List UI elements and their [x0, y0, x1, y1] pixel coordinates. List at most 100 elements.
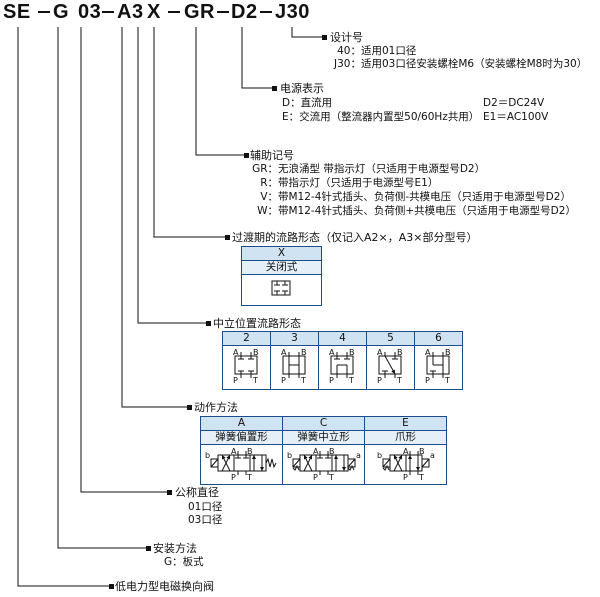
aux-code: V： [260, 191, 278, 203]
port-b-label: B [419, 447, 425, 456]
mounting-title: 安装方法 [153, 542, 197, 555]
nominal-item: 01口径 [188, 501, 223, 513]
neutral-header: 4 [318, 331, 367, 346]
code-aux: GR [184, 1, 215, 23]
port-p-label: P [281, 376, 286, 385]
port-t-label: T [418, 473, 424, 481]
aux-desc: 带M12-4针式插头、负荷侧+共模电压（只适用于电源型号D2） [278, 205, 576, 217]
code-design: J30 [275, 1, 310, 23]
product-title: 低电力型电磁换向阀 [115, 580, 214, 593]
port-b-label: B [301, 348, 307, 357]
solenoid-b-label: b [287, 451, 292, 460]
port-t-label: T [252, 376, 258, 385]
port-p-label: P [403, 473, 408, 481]
flow-arrowhead [260, 467, 264, 471]
port-t-label: T [444, 376, 450, 385]
solenoid-b-icon [292, 458, 301, 468]
design-desc: 适用01口径 [361, 45, 417, 57]
port-t-label: T [328, 473, 334, 481]
port-a-label: A [233, 348, 239, 357]
port-p-label: P [233, 376, 238, 385]
code-dash [102, 11, 114, 13]
action-name: 弹簧中立形 [282, 430, 365, 445]
leader-end-marker [206, 321, 211, 326]
aux-desc: 无浪涌型 带指示灯（只适用于电源型号D2） [278, 163, 486, 175]
aux-desc: 带指示灯（只适用于电源型号E1） [278, 177, 439, 189]
leader-action [121, 27, 188, 408]
port-p-label: P [231, 473, 236, 481]
action-header: E [364, 416, 447, 431]
valve-box [378, 355, 402, 375]
spring-icon [292, 464, 300, 471]
port-b-label: B [247, 447, 253, 456]
mounting-item: G：板式 [164, 556, 204, 568]
aux-item: W：带M12-4针式插头、负荷侧+共模电压（只适用于电源型号D2） [250, 205, 576, 218]
solenoid-a-icon [421, 458, 430, 468]
spring-icon [265, 457, 277, 469]
solenoid-b-label: b [377, 451, 382, 460]
valve-box [282, 355, 306, 375]
code-transition: X [147, 1, 161, 23]
solenoid-a-icon [347, 458, 356, 468]
solenoid-a-icon [421, 458, 430, 468]
valve-position-box [331, 454, 349, 472]
design-item: 40：适用01口径 [333, 45, 416, 58]
flow-arrowhead [416, 467, 420, 471]
solenoid-b-icon [210, 458, 219, 468]
code-dash [38, 11, 50, 13]
valve-position-box [405, 454, 423, 472]
aux-desc: 带M12-4针式插头、负荷侧-共模电压（只适用于电源型号D2） [278, 191, 571, 203]
neutral-title: 中立位置流路形态 [213, 317, 301, 330]
nominal-title: 公称直径 [175, 486, 219, 499]
aux-code: R： [260, 177, 278, 189]
flow-arrowhead [408, 455, 412, 459]
port-b-label: B [329, 447, 335, 456]
flow-arrowhead [304, 455, 308, 460]
valve-position-box [249, 454, 267, 472]
port-p-label: P [377, 376, 382, 385]
leader-end-marker [187, 405, 192, 410]
leader-neutral [137, 27, 207, 324]
nominal-item: 03口径 [188, 514, 223, 526]
transition-header: X [241, 246, 322, 261]
leader-end-marker [272, 86, 277, 91]
valve-box [234, 355, 258, 375]
code-dash [260, 11, 272, 13]
port-t-label: T [246, 473, 252, 481]
code-power: D2 [231, 1, 258, 23]
leader-power [241, 27, 273, 89]
action-name: 弹簧偏置形 [200, 430, 283, 445]
aux-item: V：带M12-4针式插头、负荷侧-共模电压（只适用于电源型号D2） [250, 191, 571, 204]
power-row-right: E1＝AC100V [483, 111, 549, 123]
flow-arrowhead [391, 369, 395, 374]
port-t-label: T [348, 376, 354, 385]
aux-item: GR：无浪涌型 带指示灯（只适用于电源型号D2） [250, 163, 485, 176]
design-item: J30：适用03口径安装螺栓M6（安装螺栓M8时为30） [333, 58, 587, 71]
neutral-header: 5 [366, 331, 415, 346]
port-t-label: T [300, 376, 306, 385]
port-b-label: B [445, 348, 451, 357]
neutral-symbol-2: A B P T [233, 348, 259, 385]
code-dash [168, 11, 180, 13]
flow-arrowhead [342, 467, 346, 471]
port-b-label: B [253, 348, 259, 357]
port-a-label: A [403, 447, 409, 456]
power-row-left: D：直流用 [282, 97, 333, 109]
leader-end-marker [225, 235, 230, 240]
valve-position-box [315, 454, 333, 472]
leader-mounting [57, 27, 147, 549]
port-b-label: B [349, 348, 355, 357]
